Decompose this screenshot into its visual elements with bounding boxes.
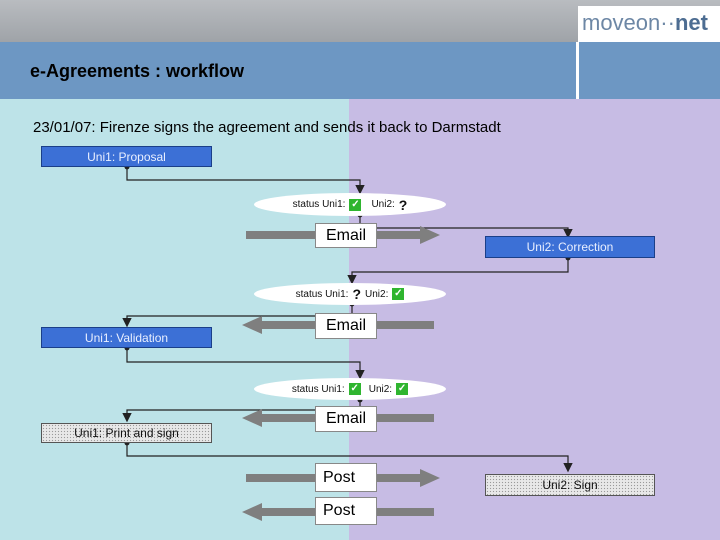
status-uni1-label: status Uni1:	[295, 288, 349, 300]
email-label-3: Email	[315, 406, 377, 432]
flow-line-4	[347, 258, 569, 285]
flow-line-8	[122, 400, 361, 423]
slide-subtitle: 23/01/07: Firenze signs the agreement an…	[33, 119, 501, 136]
status-uni2-label: Uni2:	[371, 199, 395, 210]
page-title: e-Agreements : workflow	[30, 61, 245, 81]
flow-line-1	[126, 167, 365, 195]
step-uni1-proposal: Uni1: Proposal	[41, 146, 212, 167]
checkbox-checked-icon: ✓	[348, 383, 361, 395]
status-uni1-label: status Uni1:	[292, 199, 346, 210]
status-uni2-label: Uni2:	[365, 288, 389, 300]
step-uni1-print-sign: Uni1: Print and sign	[41, 423, 212, 443]
flow-line-9	[126, 443, 573, 473]
email-label-1: Email	[315, 223, 377, 248]
status-ellipse-2: status Uni1: ? Uni2: ✓	[254, 283, 446, 305]
email-label-2: Email	[315, 313, 377, 339]
uni2-lane	[349, 99, 720, 540]
header-band	[0, 42, 576, 99]
status-ellipse-1: status Uni1: ✓ Uni2: ?	[254, 193, 446, 216]
logo-background	[578, 6, 720, 42]
header-band-right	[579, 42, 720, 99]
uni1-lane	[0, 99, 349, 540]
question-mark-icon: ?	[398, 196, 408, 213]
step-uni1-validation: Uni1: Validation	[41, 327, 212, 348]
checkbox-checked-icon: ✓	[349, 198, 362, 211]
status-ellipse-3: status Uni1: ✓ Uni2: ✓	[254, 378, 446, 400]
status-uni1-label: status Uni1:	[291, 383, 345, 395]
post-label-1: Post	[315, 463, 377, 492]
flow-line-6	[122, 315, 352, 328]
checkbox-checked-icon: ✓	[392, 288, 405, 300]
step-uni2-correction: Uni2: Correction	[485, 236, 655, 258]
post-label-2: Post	[315, 497, 377, 525]
moveon-logo: moveon··net	[582, 10, 708, 35]
question-mark-icon: ?	[352, 286, 361, 302]
step-uni2-sign: Uni2: Sign	[485, 474, 655, 496]
status-uni2-label: Uni2:	[368, 383, 393, 395]
flow-line-3	[360, 227, 573, 239]
flow-line-7	[126, 348, 365, 380]
checkbox-checked-icon: ✓	[396, 383, 409, 395]
